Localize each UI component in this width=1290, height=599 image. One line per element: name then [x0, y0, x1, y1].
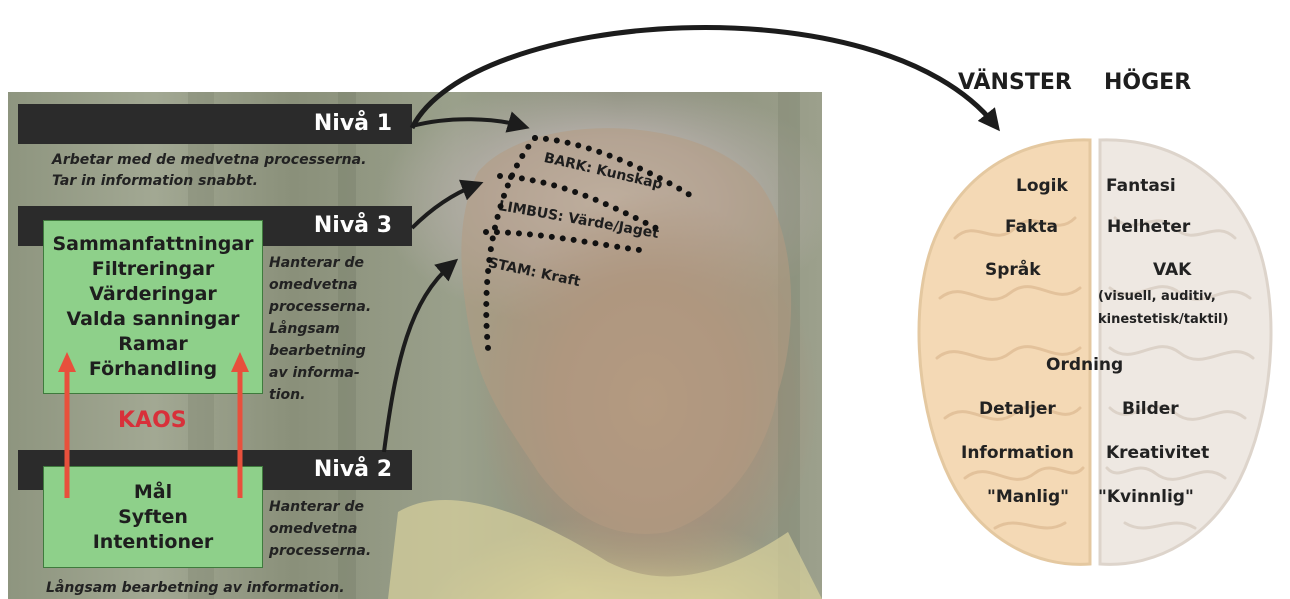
- brain-word-information: Information: [961, 443, 1074, 463]
- level3-note-line: bearbetning: [269, 343, 366, 359]
- level1-label: Nivå 1: [313, 111, 392, 136]
- brain-word-detaljer: Detaljer: [979, 399, 1056, 419]
- brain-word-vak-sub2: kinestetisk/taktil): [1098, 312, 1229, 327]
- level2-bottom-note: Långsam bearbetning av information.: [46, 580, 345, 596]
- brain-word-helheter: Helheter: [1107, 217, 1191, 237]
- level3-item: Värderingar: [89, 283, 217, 305]
- level1-note-line2: Tar in information snabbt.: [52, 173, 258, 189]
- level3-note-line: Hanterar de: [269, 255, 364, 271]
- brain-illustration: [917, 138, 1273, 566]
- level3-item: Sammanfattningar: [52, 233, 254, 255]
- brain-word-kvinnlig: "Kvinnlig": [1098, 487, 1194, 507]
- level3-label: Nivå 3: [313, 213, 392, 238]
- level3-note-line: processerna.: [269, 299, 372, 315]
- level3-item: Valda sanningar: [66, 308, 240, 330]
- level3-box: Sammanfattningar Filtreringar Värderinga…: [43, 220, 263, 394]
- level2-note-line: omedvetna: [269, 521, 358, 537]
- level2-note-line: processerna.: [269, 543, 372, 559]
- level3-note-line: av informa-: [269, 365, 360, 381]
- level3-item: Förhandling: [88, 358, 218, 380]
- brain-word-fantasi: Fantasi: [1106, 176, 1176, 196]
- brain-word-bilder: Bilder: [1122, 399, 1179, 419]
- level2-note-line: Hanterar de: [269, 499, 364, 515]
- level2-item: Syften: [118, 505, 188, 528]
- brain-right-title: HÖGER: [1104, 70, 1192, 95]
- brain-word-ordning: Ordning: [1046, 355, 1124, 375]
- level2-item: Mål: [133, 480, 173, 503]
- level1-note-line1: Arbetar med de medvetna processerna.: [52, 152, 367, 168]
- brain-left-hemisphere: [917, 138, 1092, 566]
- level3-note-line: tion.: [269, 387, 306, 403]
- level3-note-line: omedvetna: [269, 277, 358, 293]
- level2-item: Intentioner: [92, 530, 214, 553]
- level3-item: Ramar: [118, 333, 188, 355]
- brain-word-fakta: Fakta: [1005, 217, 1058, 237]
- brain-word-logik: Logik: [1016, 176, 1068, 196]
- brain-word-vak-sub1: (visuell, auditiv,: [1098, 289, 1216, 304]
- level3-note: Hanterar de omedvetna processerna. Långs…: [269, 252, 389, 406]
- level1-note: Arbetar med de medvetna processerna. Tar…: [52, 150, 432, 192]
- level3-item: Filtreringar: [91, 258, 215, 280]
- brain-word-manlig: "Manlig": [987, 487, 1070, 507]
- brain-right-hemisphere: [1098, 138, 1273, 566]
- brain-word-vak: VAK: [1153, 260, 1192, 280]
- level3-note-line: Långsam: [269, 321, 340, 337]
- level2-note: Hanterar de omedvetna processerna.: [269, 496, 389, 562]
- level2-label: Nivå 2: [313, 457, 392, 482]
- level2-box: Mål Syften Intentioner: [43, 466, 263, 568]
- level1-bar: Nivå 1: [18, 104, 412, 144]
- brain-word-sprak: Språk: [985, 260, 1041, 280]
- brain-word-kreativitet: Kreativitet: [1106, 443, 1210, 463]
- chaos-label: KAOS: [118, 408, 187, 433]
- brain-left-title: VÄNSTER: [958, 70, 1072, 95]
